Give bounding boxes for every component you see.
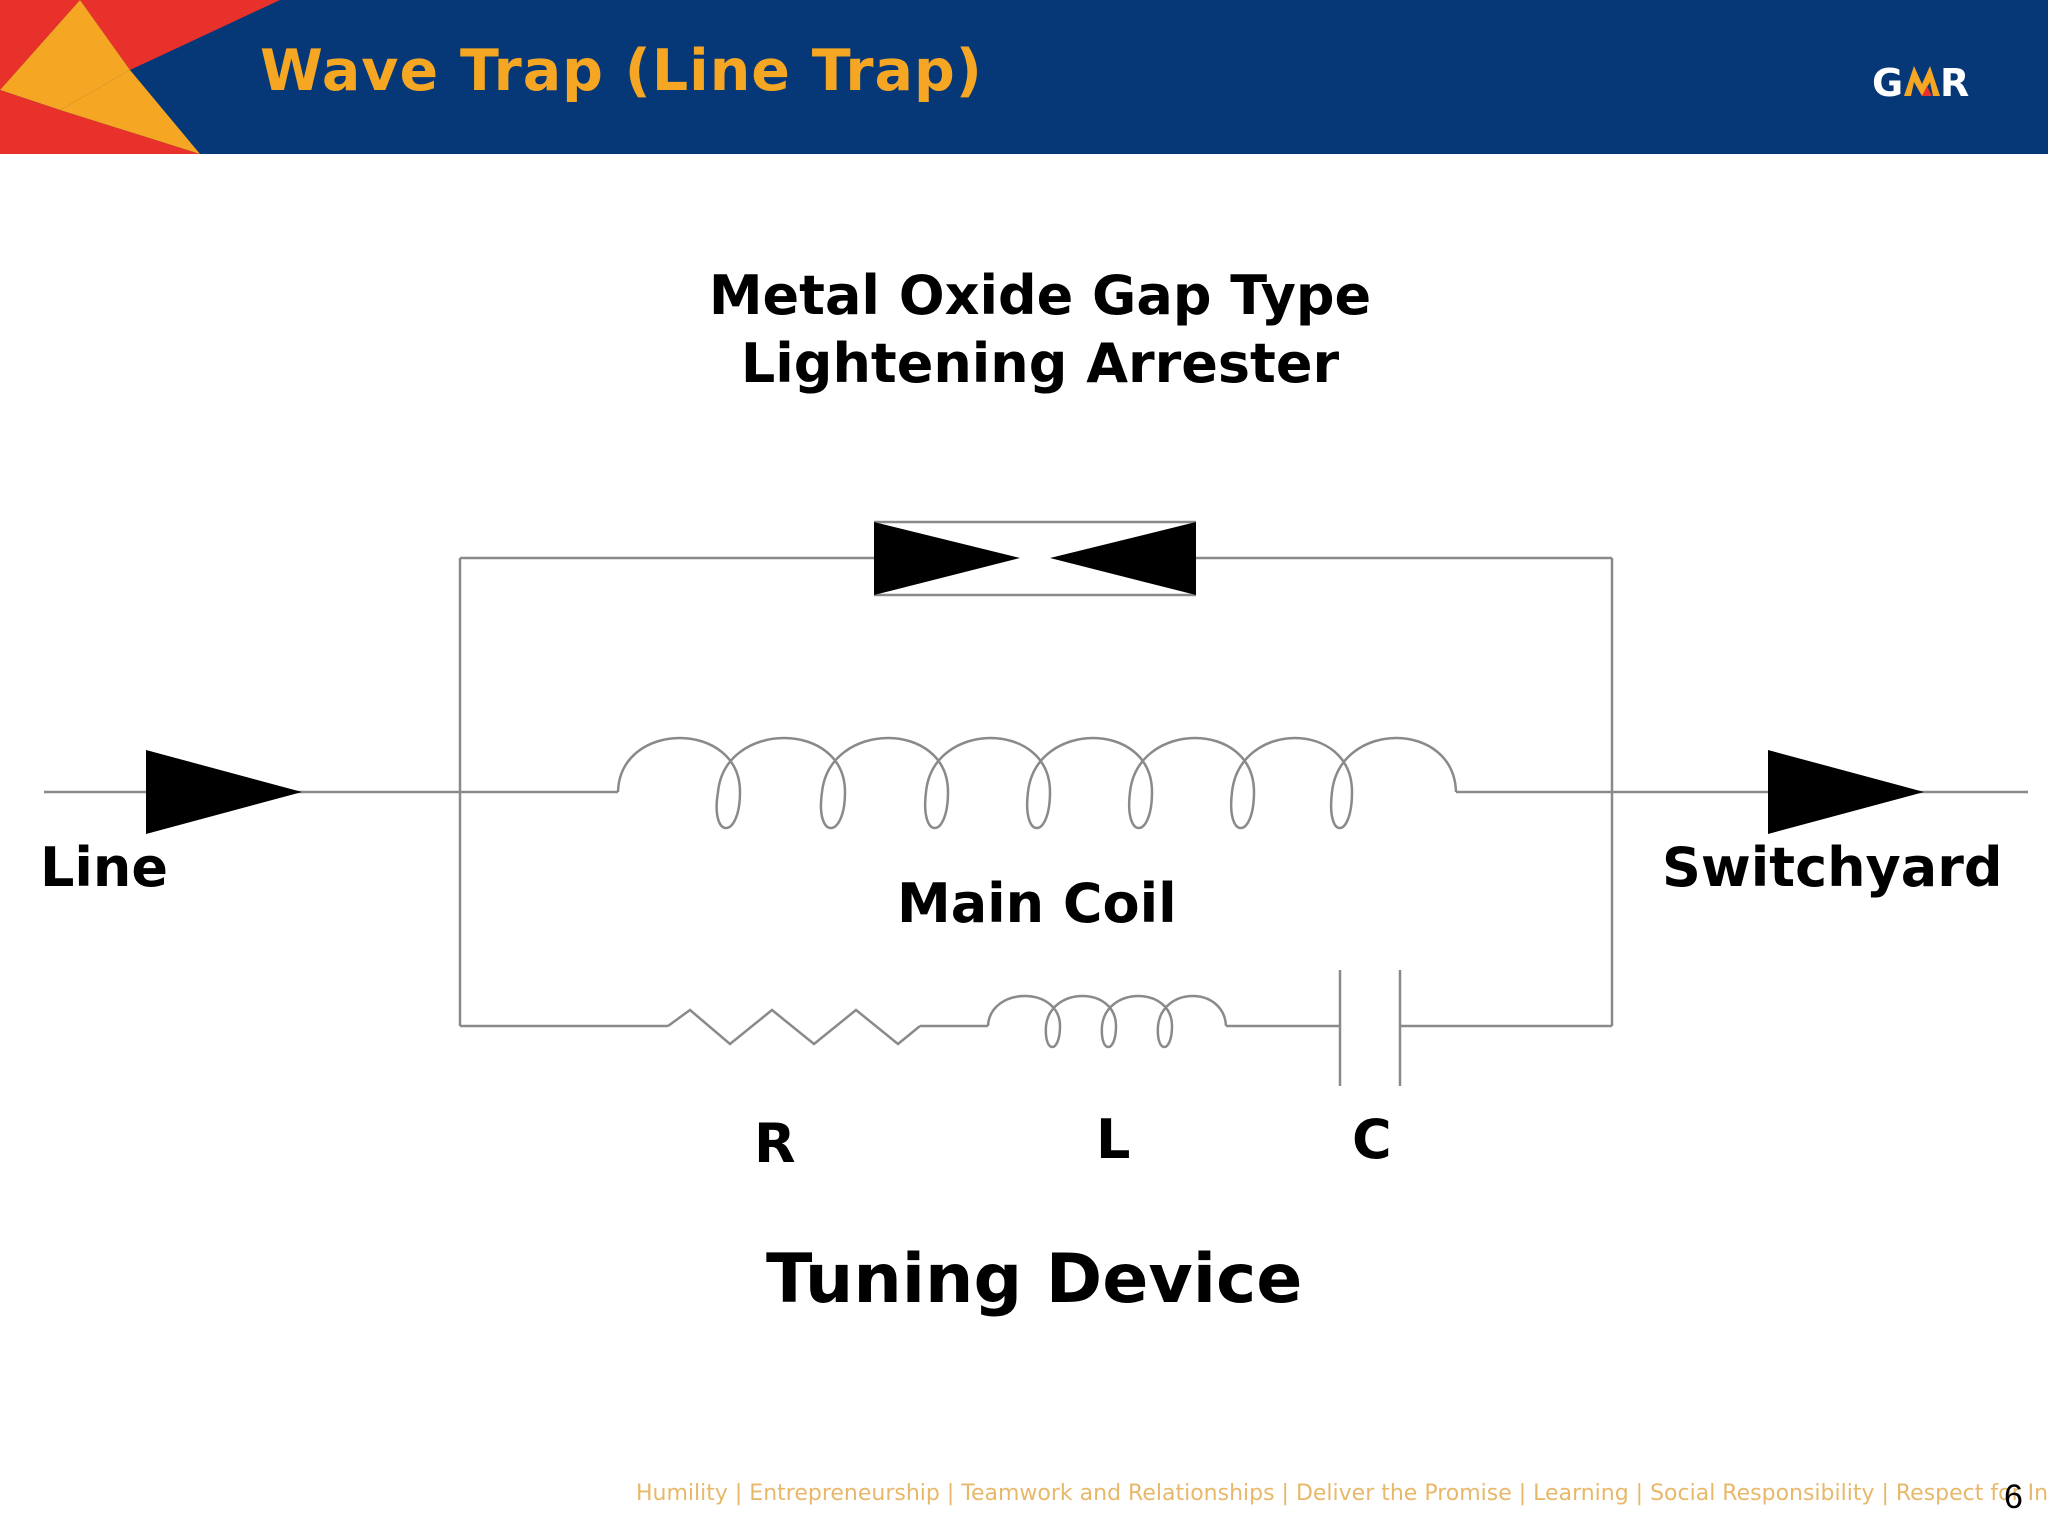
arrester-label: Metal Oxide Gap Type Lightening Arrester [600,262,1480,398]
gmr-logo: G R [1872,61,1969,104]
tuning-inductor [986,994,1228,1048]
capacitor-label: C [1352,1108,1392,1171]
switchyard-arrow-icon [1768,750,1924,834]
footer-values: Humility | Entrepreneurship | Teamwork a… [636,1481,2048,1506]
resistor [667,1008,921,1046]
inductor-label: L [1096,1108,1131,1171]
resistor-label: R [754,1112,796,1175]
svg-text:R: R [1940,61,1969,104]
line-label: Line [40,836,168,899]
tuning-device-label: Tuning Device [766,1240,1303,1319]
header-band: Wave Trap (Line Trap) G R [0,0,2048,154]
slide-title: Wave Trap (Line Trap) [260,38,983,104]
svg-text:G: G [1872,61,1903,104]
line-arrow-icon [146,750,302,834]
page-number: 6 [2004,1478,2023,1516]
arrester-label-line2: Lightening Arrester [740,332,1340,395]
switchyard-label: Switchyard [1662,836,2003,899]
main-coil [616,736,1458,830]
header-decoration [0,0,280,154]
arrester-gap-left [874,522,1020,595]
arrester-gap-right [1050,522,1196,595]
arrester-label-line1: Metal Oxide Gap Type [708,264,1372,327]
main-coil-label: Main Coil [897,872,1177,935]
